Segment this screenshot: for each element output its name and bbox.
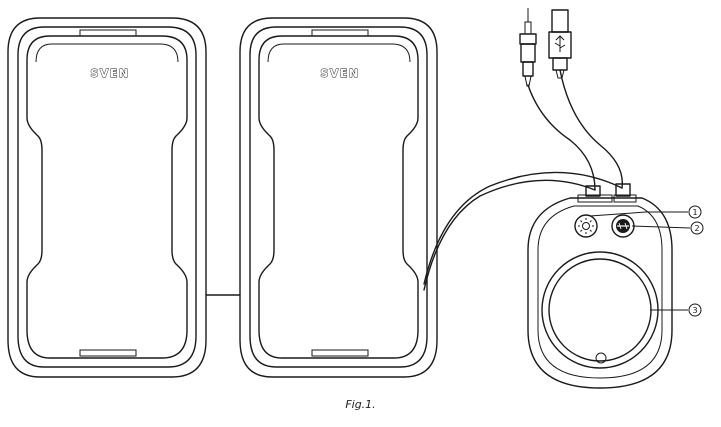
light-icon (578, 218, 594, 234)
right-speaker: SVEN (239, 17, 438, 378)
left-speaker-logo: SVEN (90, 67, 129, 80)
callouts: 1 2 3 (589, 205, 704, 317)
usb-icon (554, 35, 566, 52)
volume-knob[interactable] (541, 251, 659, 369)
figure-caption: Fig.1. (345, 398, 376, 411)
control-pod (527, 183, 673, 389)
knob-indicator (595, 352, 607, 364)
callout-1: 1 (692, 208, 697, 217)
callout-3: 3 (692, 306, 697, 315)
light-button[interactable] (574, 214, 598, 238)
callout-2: 2 (694, 224, 699, 233)
usb-plug (548, 9, 572, 79)
left-speaker: SVEN (7, 17, 207, 378)
power-icon (616, 219, 630, 233)
right-speaker-logo: SVEN (320, 67, 359, 80)
input-cables (527, 69, 624, 191)
pod-cables (423, 171, 623, 291)
audio-jack-plug (519, 8, 537, 87)
